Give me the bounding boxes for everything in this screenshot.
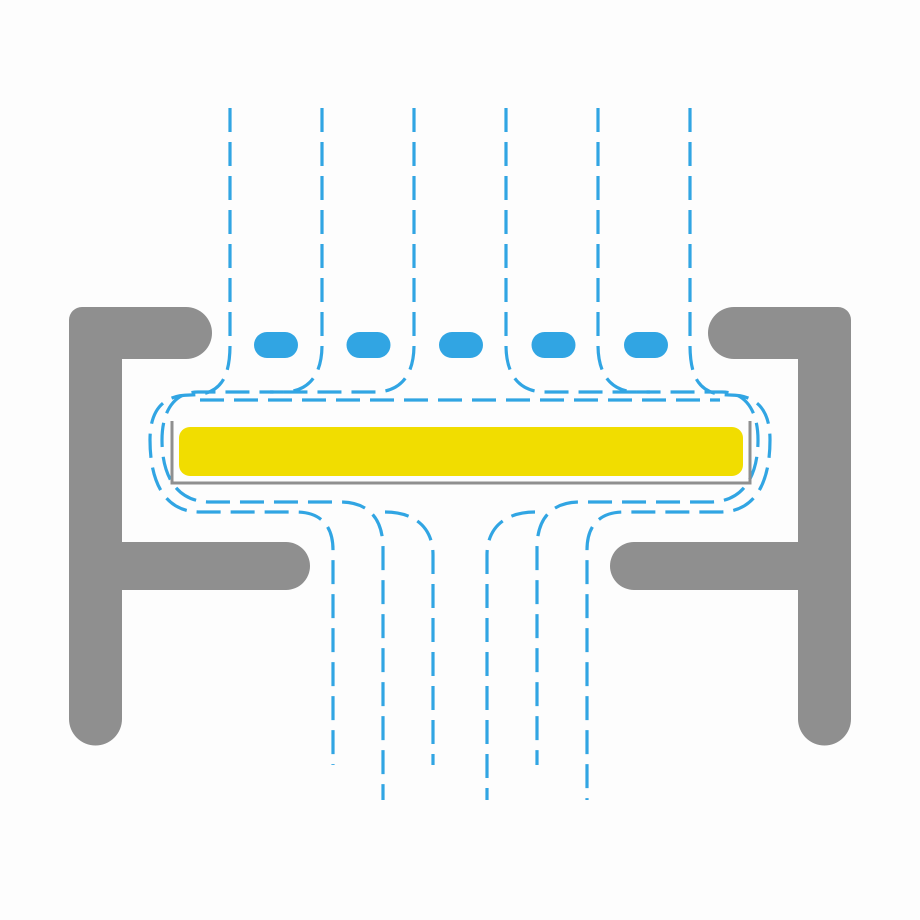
- incoming-stream-4: [504, 108, 650, 394]
- droplet-4: [531, 332, 576, 358]
- droplet-3: [439, 332, 483, 358]
- outgoing-stream-center-left: [384, 510, 435, 765]
- left-bracket-shape: [69, 307, 310, 746]
- incoming-stream-6: [585, 108, 772, 800]
- right-bracket-shape: [610, 307, 851, 746]
- droplet-2: [346, 332, 391, 358]
- incoming-stream-3: [270, 108, 416, 394]
- droplet-1: [254, 332, 298, 358]
- bar-tray: [170, 421, 752, 485]
- outgoing-stream-center-right: [485, 510, 536, 800]
- incoming-stream-5: [535, 108, 760, 765]
- incoming-stream-1: [148, 108, 335, 765]
- flow-lines: [148, 108, 772, 800]
- droplet-5: [624, 332, 668, 358]
- yellow-bar: [179, 427, 743, 476]
- incoming-stream-2: [160, 108, 385, 800]
- droplet-row: [254, 332, 668, 358]
